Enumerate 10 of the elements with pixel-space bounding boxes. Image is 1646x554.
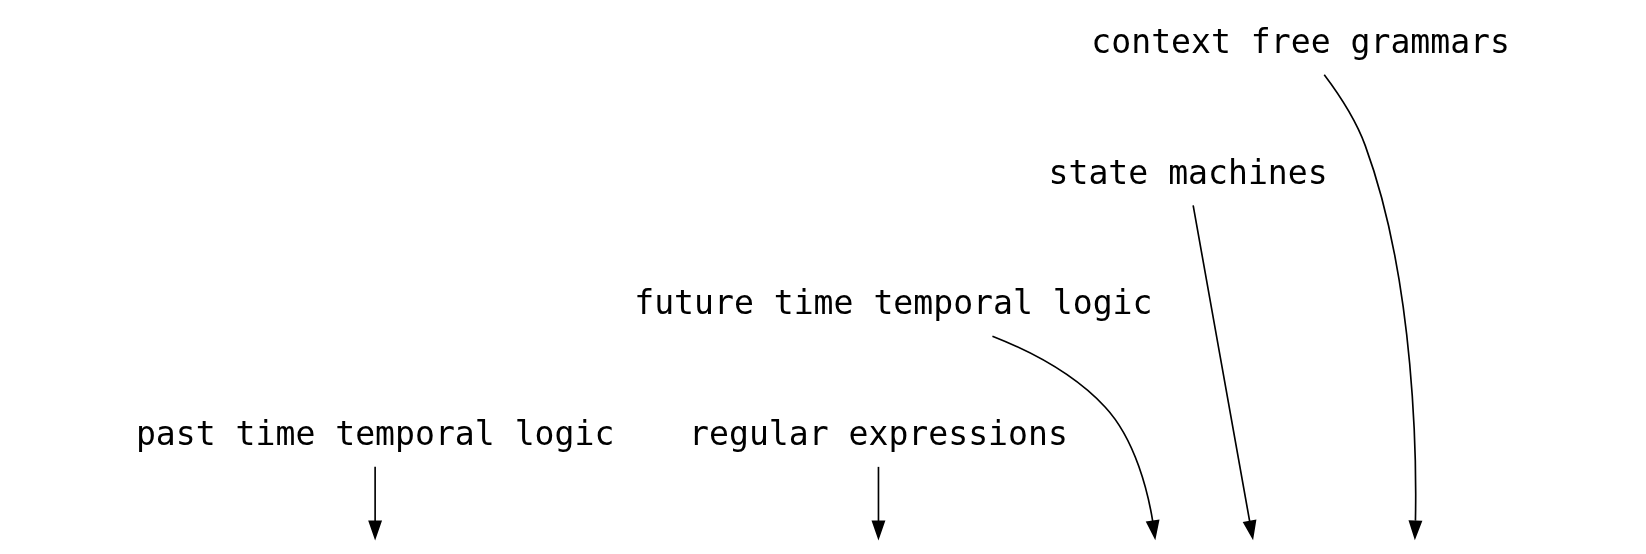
arrow: [1192, 204, 1257, 541]
arrow: [991, 335, 1160, 541]
node-text: regular expressions: [689, 414, 1068, 454]
arrow: [1323, 73, 1423, 541]
node-text: context free grammars: [1091, 21, 1510, 61]
node-text: future time temporal logic: [634, 283, 1153, 323]
node-text: state machines: [1048, 152, 1328, 192]
arrow: [368, 466, 383, 541]
node-text: past time temporal logic: [135, 414, 615, 454]
arrow: [871, 466, 886, 541]
